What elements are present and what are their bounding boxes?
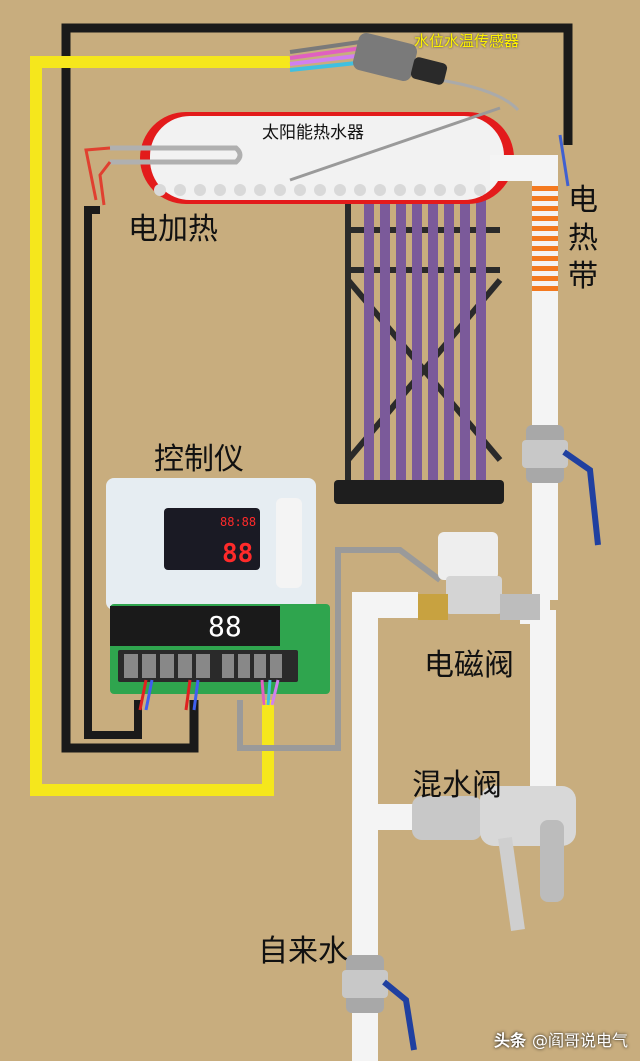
display-big-digits: 88 xyxy=(222,539,253,569)
solenoid-valve-device xyxy=(418,532,540,620)
vacuum-tubes xyxy=(364,190,486,480)
tube-base xyxy=(334,480,504,504)
mixing-valve-device xyxy=(412,786,576,931)
label-mixing-valve: 混水阀 xyxy=(412,768,502,803)
label-controller: 控制仪 xyxy=(154,442,244,477)
terminal-wires xyxy=(138,679,280,711)
watermark: 头条 @阎哥说电气 xyxy=(494,1027,628,1051)
yellow-wire xyxy=(30,56,290,796)
controller-unit xyxy=(106,478,330,694)
watermark-handle: @阎哥说电气 xyxy=(531,1031,628,1050)
label-solenoid-valve: 电磁阀 xyxy=(424,648,514,683)
label-heater: 太阳能热水器 xyxy=(262,123,364,143)
probe-cable xyxy=(439,78,520,112)
heating-element xyxy=(110,145,243,165)
gray-wire-solenoid xyxy=(237,547,442,751)
ball-valve-upper xyxy=(522,425,601,546)
heat-tape-wire xyxy=(558,134,570,187)
display-small-digits: 88:88 xyxy=(220,515,256,529)
label-sensor: 水位水温传感器 xyxy=(414,32,520,50)
black-wire-sensor xyxy=(61,23,573,753)
heat-tape xyxy=(532,186,558,291)
black-wire-heater xyxy=(84,206,142,739)
label-tap-water: 自来水 xyxy=(258,934,348,969)
sensor-device xyxy=(352,33,448,85)
heater-terminal-wires xyxy=(84,146,112,206)
sensor-probe xyxy=(289,106,501,182)
label-electric-heating: 电加热 xyxy=(128,212,218,247)
ball-valve-lower xyxy=(342,955,417,1051)
watermark-logo: 头条 xyxy=(493,1031,526,1050)
lower-display-digits: 88 xyxy=(208,610,242,643)
label-heat-tape: 电热带 xyxy=(568,183,598,294)
